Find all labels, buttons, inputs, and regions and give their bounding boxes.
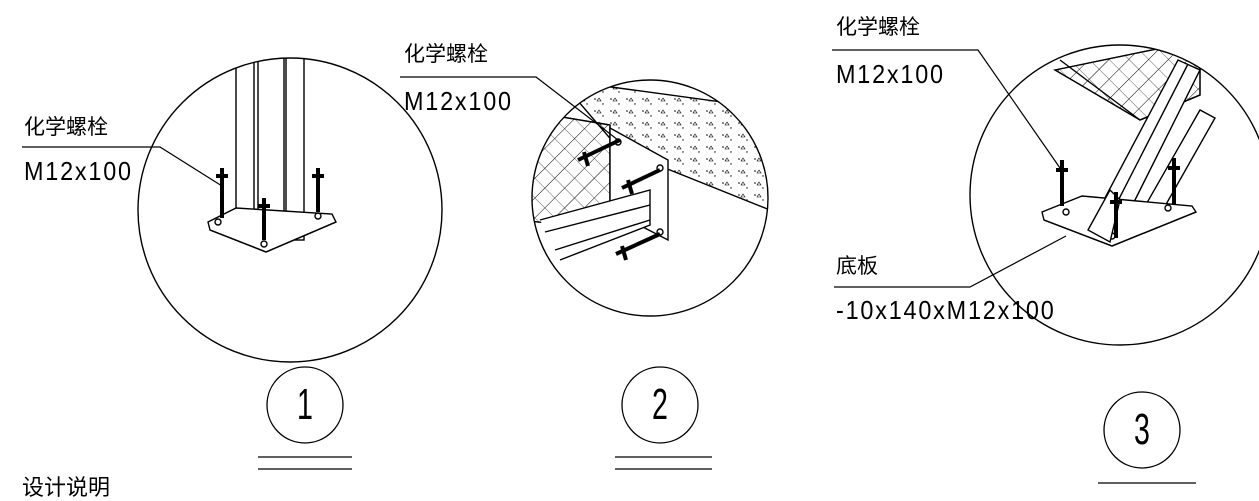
detail-3-circle: [969, 44, 1259, 346]
detail-1: [22, 57, 443, 363]
detail-3-plate-label: 底板: [836, 254, 878, 278]
detail-1-number-circle: [266, 366, 344, 444]
detail-3: [832, 44, 1259, 346]
detail-1-leader: [22, 146, 223, 187]
footer-text: 设计说明: [22, 476, 111, 501]
detail-3-leader-plate: [834, 235, 1067, 288]
detail-2-bolt-spec: M12x100: [404, 86, 513, 116]
detail-2-number: 2: [652, 380, 668, 429]
detail-3-leader-bolt: [832, 49, 1061, 169]
detail-1-bolt-label: 化学螺栓: [24, 115, 108, 139]
detail-1-bolts: [216, 168, 324, 240]
detail-3-number-circle: [1103, 391, 1181, 469]
detail-3-number: 3: [1134, 405, 1150, 454]
detail-2-number-circle: [621, 366, 699, 444]
detail-1-number: 1: [297, 380, 313, 429]
detail-2-leader: [400, 76, 619, 141]
detail-3-bolts: [1056, 158, 1180, 238]
detail-1-circle: [137, 57, 443, 363]
detail-3-bolt-label: 化学螺栓: [836, 15, 920, 39]
detail-3-plate-spec: -10x140xM12x100: [836, 295, 1056, 325]
detail-2-bolt-label: 化学螺栓: [404, 42, 488, 66]
detail-3-bolt-spec: M12x100: [836, 59, 945, 89]
detail-1-bolt-spec: M12x100: [24, 156, 133, 186]
detail-2-bolts: [577, 138, 661, 261]
